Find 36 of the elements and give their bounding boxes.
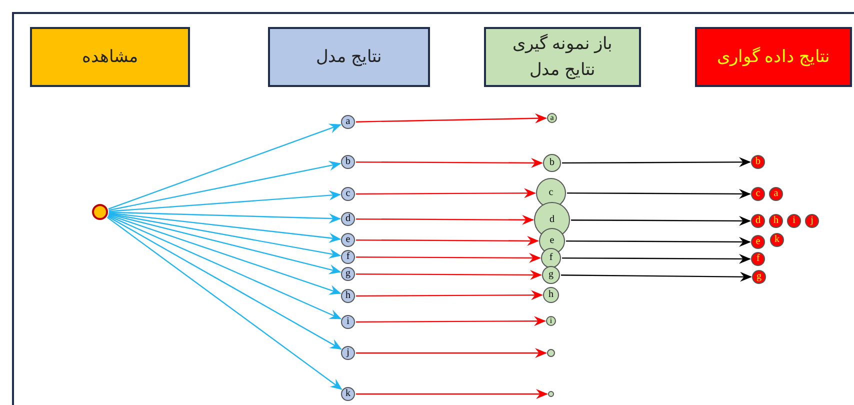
arrow	[356, 290, 543, 300]
header-text: نتایج مدل	[315, 46, 383, 68]
header-text: باز نمونه گیری نتایج مدل	[511, 32, 614, 82]
arrow	[108, 214, 342, 274]
arrow	[356, 252, 541, 263]
arrow	[561, 272, 752, 282]
arrow	[356, 389, 548, 399]
arrow	[108, 212, 342, 243]
header-text: نتایج داده گواری	[716, 46, 832, 68]
arrow	[356, 113, 547, 124]
arrow	[356, 316, 546, 326]
arrow	[108, 216, 342, 350]
arrow	[571, 216, 751, 226]
arrow	[108, 215, 342, 320]
arrow	[562, 157, 751, 168]
arrow	[108, 190, 342, 212]
arrow	[562, 254, 751, 264]
header-text: مشاهده	[81, 46, 139, 68]
arrow	[106, 216, 342, 390]
arrow	[108, 214, 342, 295]
arrow	[108, 124, 342, 210]
header-box	[268, 27, 430, 87]
header-box	[695, 27, 852, 87]
header-box	[30, 27, 190, 87]
arrow	[566, 236, 751, 247]
arrow	[567, 188, 751, 199]
arrow	[108, 160, 342, 211]
arrow	[108, 213, 342, 259]
arrow	[356, 348, 547, 358]
arrow	[356, 188, 536, 198]
arrow	[356, 236, 539, 246]
arrow	[356, 214, 534, 225]
arrow	[108, 212, 341, 224]
arrow	[356, 158, 543, 168]
header-box	[484, 27, 641, 87]
arrow	[356, 270, 542, 280]
